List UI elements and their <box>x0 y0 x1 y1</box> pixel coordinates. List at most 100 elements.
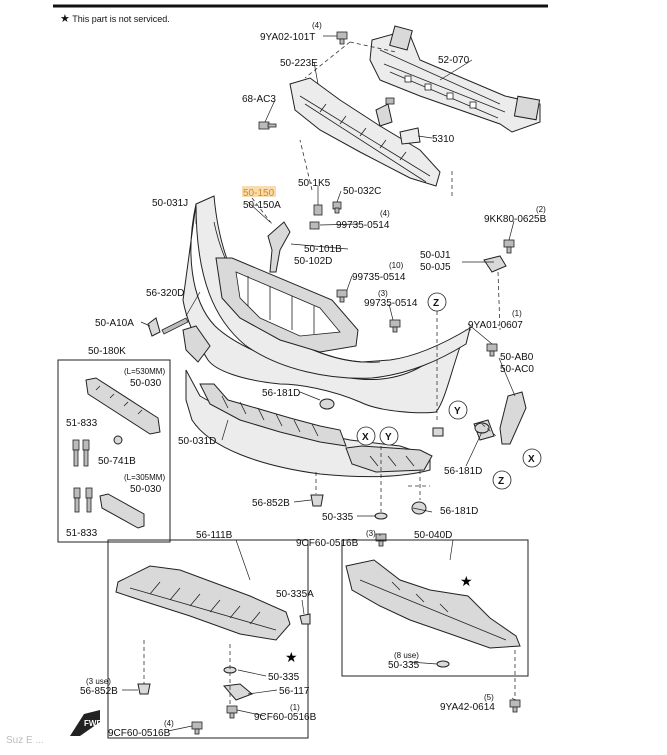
bolt-9ya01 <box>486 343 498 357</box>
star-icon: ★ <box>60 13 70 25</box>
skid-plate <box>345 559 521 649</box>
note-text: This part is not serviced. <box>72 14 170 24</box>
clip-56-181d-b <box>474 422 490 434</box>
clip-56-181d-a <box>319 398 335 410</box>
qty-label: (4) <box>380 209 390 218</box>
part-label-56-111b: 56-111B <box>196 530 233 541</box>
svg-text:X: X <box>528 454 535 465</box>
callout-x-left: X <box>356 426 376 446</box>
bracket-50-150 <box>267 221 291 273</box>
part-label-50-335-b: 50-335 <box>388 660 420 671</box>
qty-label: (2) <box>536 205 546 214</box>
part-label-56-852b-a: 56-852B <box>252 498 290 509</box>
clip-56-181d-c <box>411 501 427 515</box>
fwd-arrow-icon: FWD <box>70 710 102 736</box>
clip-50-1k5 <box>313 204 323 216</box>
part-label-9ya01-0607: 9YA01-0607 <box>468 320 523 331</box>
part-label-56-181d-c: 56-181D <box>440 506 478 517</box>
clip-50-335-a <box>374 512 388 520</box>
part-label-9cf60-0516b-c: 9CF60-0516B <box>108 728 171 739</box>
part-label-50-223e: 50-223E <box>280 58 318 69</box>
screw-9ya42 <box>509 699 521 713</box>
part-label-50-030-b: 50-030 <box>130 484 162 495</box>
callout-y-right: Y <box>448 400 468 420</box>
callout-z-lower: Z <box>492 470 512 490</box>
clip-56-852b-a <box>310 494 324 507</box>
fwd-label: FWD <box>84 719 102 728</box>
part-label-56-320d: 56-320D <box>146 288 184 299</box>
screw-99735-c <box>389 319 401 333</box>
svg-text:Y: Y <box>454 406 461 417</box>
clip-56-852b-b <box>137 683 151 695</box>
nut-50-741b <box>113 435 123 445</box>
part-label-9cf60-0516b-a: 9CF60-0516B <box>296 538 359 549</box>
clip-50-032c <box>332 201 342 214</box>
screw-9cf60-b <box>226 705 238 719</box>
qty-label: (4) <box>312 21 322 30</box>
qty-label: (5) <box>484 693 494 702</box>
skid-plate-box <box>341 539 529 677</box>
plate-56-117 <box>223 683 253 701</box>
svg-text:Z: Z <box>498 476 504 487</box>
part-label-5310: 5310 <box>432 134 455 145</box>
qty-label: (4) <box>164 719 174 728</box>
qty-label: (3) <box>378 289 388 298</box>
part-label-56-852b-b: 56-852B <box>80 686 118 697</box>
part-label-99735-0514-c: 99735-0514 <box>364 298 418 309</box>
clip-50-335-b <box>436 660 450 668</box>
part-label-99735-0514-a: 99735-0514 <box>336 220 390 231</box>
part-label-50-0j5: 50-0J5 <box>420 262 451 273</box>
length-label: (L=530MM) <box>124 367 165 376</box>
pin-56-320d <box>161 317 189 335</box>
star-icon: ★ <box>460 573 473 589</box>
part-label-50-335-a: 50-335 <box>322 512 354 523</box>
part-label-50-150: 50-150 <box>243 188 275 199</box>
part-label-68-ac3: 68-AC3 <box>242 94 276 105</box>
license-bracket-box <box>57 359 171 543</box>
qty-label: (1) <box>512 309 522 318</box>
part-label-50-ab0: 50-AB0 <box>500 352 534 363</box>
part-label-50-741b: 50-741B <box>98 456 136 467</box>
qty-label: (10) <box>389 261 404 270</box>
clip-50-a10a <box>147 317 161 337</box>
part-label-50-ac0: 50-AC0 <box>500 364 534 375</box>
part-label-56-181d-b: 56-181D <box>444 466 482 477</box>
under-cover-box <box>107 539 309 739</box>
part-label-50-032c: 50-032C <box>343 186 381 197</box>
lower-bumper <box>185 369 433 478</box>
energy-absorber <box>289 77 441 187</box>
part-label-50-031j: 50-031J <box>152 198 188 209</box>
screw-9cf60-a <box>375 533 387 547</box>
part-label-9ya02-101t: 9YA02-101T <box>260 32 315 43</box>
bumper-reinforcement <box>369 25 541 133</box>
star-icon: ★ <box>285 649 298 665</box>
part-label-99735-0514-b: 99735-0514 <box>352 272 406 283</box>
rivets-51-833-a <box>72 439 90 467</box>
part-label-50-335-c: 50-335 <box>268 672 300 683</box>
watermark: Suz E ... <box>6 735 44 746</box>
screw-99735-b <box>336 289 348 303</box>
svg-text:X: X <box>362 432 369 443</box>
part-label-51-833-b: 51-833 <box>66 528 98 539</box>
part-label-50-150a: 50-150A <box>243 200 281 211</box>
part-label-9cf60-0516b-b: 9CF60-0516B <box>254 712 317 723</box>
rivets-51-833-b <box>73 487 93 513</box>
part-label-50-180k: 50-180K <box>88 346 126 357</box>
screw-99735-a <box>309 221 320 230</box>
grille-frame <box>215 257 359 353</box>
qty-label: (1) <box>290 703 300 712</box>
callout-x-right: X <box>522 448 542 468</box>
part-label-50-1k5: 50-1K5 <box>298 178 331 189</box>
part-label-56-117: 56-117 <box>279 686 310 697</box>
part-label-50-031d: 50-031D <box>178 436 216 447</box>
part-label-50-030-a: 50-030 <box>130 378 162 389</box>
part-label-52-070: 52-070 <box>438 55 470 66</box>
svg-text:Y: Y <box>385 432 392 443</box>
part-label-50-a10a: 50-A10A <box>95 318 134 329</box>
clip-under-grille <box>432 427 444 437</box>
part-label-50-101b: 50-101B <box>304 244 342 255</box>
side-bracket-0j1 <box>483 255 507 273</box>
svg-text:Z: Z <box>433 298 439 309</box>
part-label-50-0j1: 50-0J1 <box>420 250 451 261</box>
qty-label: (3) <box>366 529 376 538</box>
